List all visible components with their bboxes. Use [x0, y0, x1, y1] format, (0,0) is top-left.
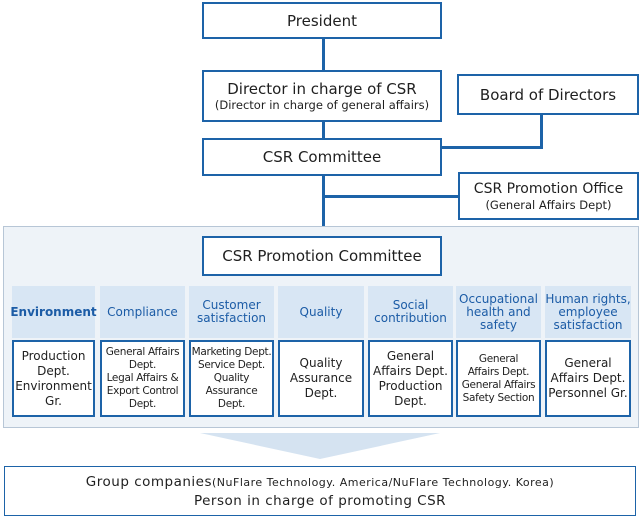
category-human-rights: Human rights, employee satisfaction — [545, 286, 631, 338]
dept-line: Safety Section — [462, 391, 535, 404]
dept-line: Export Control — [106, 385, 179, 397]
dept-line: Personnel Gr. — [548, 386, 628, 400]
dept-box-social-contribution: General Affairs Dept. Production Dept. — [368, 340, 453, 417]
dept-line: Production — [378, 378, 443, 393]
dept-line: General Affairs — [105, 346, 180, 358]
dept-line: General — [564, 356, 612, 370]
category-line: Occupational — [459, 291, 538, 306]
dept-line: Marketing Dept. — [191, 346, 272, 358]
office-box: CSR Promotion Office (General Affairs De… — [458, 172, 639, 220]
connector-committee-promotion — [322, 175, 325, 236]
category-line: Human rights, — [545, 291, 631, 306]
category-line: Social — [392, 298, 429, 312]
category-line: health and — [466, 304, 531, 319]
category-line: satisfaction — [553, 317, 623, 332]
director-box: Director in charge of CSR (Director in c… — [202, 70, 442, 122]
committee-label: CSR Committee — [262, 148, 382, 166]
group-companies-box: Group companies(NuFlare Technology. Amer… — [4, 466, 636, 516]
president-label: President — [287, 11, 357, 30]
category-line: safety — [479, 317, 517, 332]
category-social-contribution: Social contribution — [368, 286, 453, 338]
dept-line: Dept. — [394, 393, 427, 408]
office-title: CSR Promotion Office — [473, 180, 624, 197]
dept-line: Dept. — [128, 398, 157, 410]
dept-line: Dept. — [304, 386, 338, 400]
dept-box-environment: Production Dept. Environment Gr. — [12, 340, 95, 417]
board-label: Board of Directors — [479, 85, 617, 104]
dept-line: Quality — [213, 372, 250, 384]
down-arrow-icon — [200, 433, 440, 459]
board-box: Board of Directors — [457, 74, 639, 115]
dept-line: Service Dept. — [198, 359, 265, 371]
connector-board-horizontal — [442, 146, 543, 149]
dept-line: Environment — [15, 378, 92, 393]
dept-line: Affairs Dept. — [373, 363, 448, 378]
dept-line: Quality — [299, 356, 343, 370]
dept-box-customer-satisfaction: Marketing Dept. Service Dept. Quality As… — [189, 340, 274, 417]
category-quality: Quality — [278, 286, 364, 338]
connector-president-director — [322, 38, 325, 71]
connector-board-vertical — [540, 114, 543, 148]
dept-box-human-rights: General Affairs Dept. Personnel Gr. — [545, 340, 631, 417]
dept-box-quality: Quality Assurance Dept. — [278, 340, 364, 417]
category-line: contribution — [374, 311, 447, 325]
dept-line: General — [478, 352, 519, 365]
connector-office — [322, 195, 459, 198]
dept-line: Assurance Dept. — [205, 385, 258, 410]
promotion-committee-label: CSR Promotion Committee — [222, 247, 422, 265]
group-companies-label: Group companies — [85, 474, 213, 490]
connector-director-committee — [322, 121, 325, 139]
group-person-label: Person in charge of promoting CSR — [193, 493, 447, 509]
category-line: Customer — [202, 298, 261, 312]
category-line: satisfaction — [196, 311, 267, 325]
office-subtitle: (General Affairs Dept) — [485, 197, 612, 212]
dept-line: Affairs Dept. — [467, 365, 530, 378]
committee-box: CSR Committee — [202, 138, 442, 176]
category-line: employee — [558, 304, 618, 319]
dept-line: Dept. — [37, 363, 70, 378]
category-line: Environment — [10, 304, 97, 319]
dept-line: General Affairs — [461, 378, 536, 391]
dept-line: Affairs Dept. — [550, 371, 626, 385]
director-title: Director in charge of CSR — [227, 79, 417, 98]
director-subtitle: (Director in charge of general affairs) — [214, 97, 430, 112]
dept-box-occupational-health: General Affairs Dept. General Affairs Sa… — [456, 340, 541, 417]
category-environment: Environment — [10, 286, 97, 338]
dept-line: Assurance — [289, 371, 353, 385]
dept-line: Gr. — [45, 393, 62, 408]
category-line: Compliance — [107, 304, 178, 319]
dept-line: Dept. — [128, 359, 157, 371]
dept-line: General — [386, 348, 435, 363]
category-occupational-health: Occupational health and safety — [456, 286, 541, 338]
president-box: President — [202, 2, 442, 39]
group-companies-detail: (NuFlare Technology. America/NuFlare Tec… — [212, 476, 555, 489]
dept-box-compliance: General Affairs Dept. Legal Affairs & Ex… — [100, 340, 185, 417]
dept-line: Production — [21, 348, 86, 363]
category-line: Quality — [299, 304, 343, 319]
dept-line: Legal Affairs & — [106, 372, 179, 384]
category-customer-satisfaction: Customer satisfaction — [189, 286, 274, 338]
category-compliance: Compliance — [100, 286, 185, 338]
promotion-committee-box: CSR Promotion Committee — [202, 236, 442, 276]
